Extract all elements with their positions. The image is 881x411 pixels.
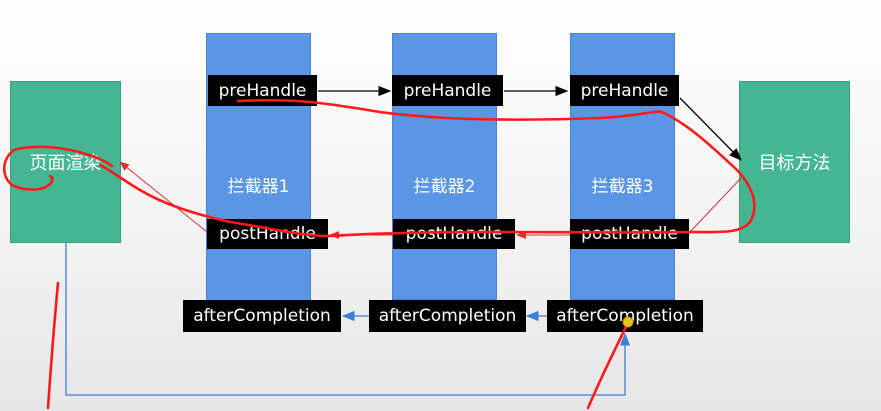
aftercompletion-tag-2: afterCompletion xyxy=(369,300,526,332)
render-to-after-line xyxy=(65,243,631,396)
post-arrow-1 xyxy=(119,161,208,233)
target-method-label: 目标方法 xyxy=(758,153,831,174)
annotation-cursor-dot xyxy=(622,316,634,328)
pre-arrow-3 xyxy=(679,97,742,161)
interceptor-1-label: 拦截器1 xyxy=(227,177,290,197)
target-method-node: 目标方法 xyxy=(739,81,850,243)
annotation-bottom-stroke xyxy=(586,321,630,410)
post-return-target xyxy=(689,177,742,233)
posthandle-tag-3: postHandle xyxy=(570,219,689,249)
annotation-post-return xyxy=(98,163,692,238)
annotation-pre-to-target-loop xyxy=(236,98,756,234)
render-label: 页面渲染 xyxy=(29,153,102,174)
render-node: 页面渲染 xyxy=(10,81,121,243)
annotation-render-circle xyxy=(2,145,114,191)
prehandle-tag-3: preHandle xyxy=(570,75,679,106)
interceptor-2-label: 拦截器2 xyxy=(413,177,476,197)
aftercompletion-tag-1: afterCompletion xyxy=(183,300,341,332)
annotation-left-stroke xyxy=(46,281,60,410)
prehandle-tag-2: preHandle xyxy=(392,75,503,106)
interceptor-3-label: 拦截器3 xyxy=(591,177,654,197)
